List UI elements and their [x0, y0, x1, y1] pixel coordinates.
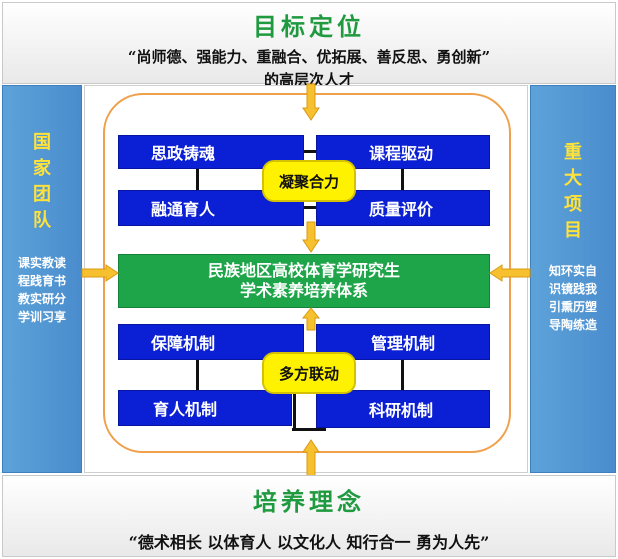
box-rongtong: 融通育人 — [118, 190, 304, 226]
box-zhiliang: 质量评价 — [316, 190, 490, 226]
box-kecheng: 课程驱动 — [316, 135, 490, 169]
right-panel-title: 重 大 项 目 — [531, 140, 615, 244]
connector — [300, 150, 320, 153]
left-panel: 国 家 团 队 课实教读 程践育书 教实研分 学训习享 — [2, 85, 82, 473]
hub-ninju: 凝聚合力 — [262, 160, 356, 202]
box-baozhang: 保障机制 — [118, 324, 304, 360]
box-label: 课程驱动 — [369, 144, 434, 163]
bottom-title: 培养理念 — [253, 487, 365, 516]
right-panel: 重 大 项 目 知环实自 识镜践我 引熏历塑 导陶练造 — [530, 85, 616, 473]
box-yuren: 育人机制 — [118, 390, 292, 426]
left-panel-title: 国 家 团 队 — [3, 130, 81, 234]
core-line: 学术素养培养体系 — [239, 281, 368, 300]
box-label: 融通育人 — [151, 200, 216, 219]
left-title-char: 家 — [33, 158, 51, 179]
top-goal-line-2: 的高层次人才 — [263, 71, 354, 89]
hub-duofang: 多方联动 — [262, 352, 356, 394]
top-goal-line: “尚师德、强能力、重融合、优拓展、善反思、勇创新” — [127, 48, 491, 66]
box-label: 质量评价 — [369, 200, 434, 219]
right-text-line: 识镜践我 — [548, 282, 597, 296]
left-text-line: 教实研分 — [17, 292, 66, 306]
core-system-box: 民族地区高校体育学研究生 学术素养培养体系 — [118, 254, 490, 308]
top-banner: 目标定位 “尚师德、强能力、重融合、优拓展、善反思、勇创新” 的高层次人才 — [2, 2, 616, 89]
connector — [401, 165, 404, 191]
left-title-char: 团 — [33, 184, 51, 205]
connector — [196, 358, 199, 392]
hub-label: 多方联动 — [278, 364, 339, 383]
box-sizheng: 思政铸魂 — [118, 135, 304, 169]
right-title-char: 目 — [564, 220, 582, 241]
connector — [196, 165, 199, 191]
left-panel-text: 课实教读 程践育书 教实研分 学训习享 — [3, 254, 81, 326]
arrow-right-icon — [81, 264, 119, 282]
connector — [401, 358, 404, 392]
bottom-philosophy-line: “德术相长 以体育人 以文化人 知行合一 勇为人先” — [128, 533, 490, 552]
connector — [293, 394, 296, 428]
right-text-line: 引熏历塑 — [548, 300, 597, 314]
core-line: 民族地区高校体育学研究生 — [207, 261, 400, 280]
right-text-line: 知环实自 — [548, 264, 597, 278]
right-title-char: 重 — [564, 142, 582, 163]
arrow-down-icon — [302, 83, 320, 121]
right-title-char: 项 — [564, 194, 582, 215]
arrow-up-icon — [301, 307, 321, 331]
right-panel-text: 知环实自 识镜践我 引熏历塑 导陶练造 — [531, 262, 615, 334]
connector — [300, 206, 320, 209]
right-title-char: 大 — [564, 168, 582, 189]
box-guanli: 管理机制 — [316, 324, 490, 360]
left-text-line: 课实教读 — [17, 256, 66, 270]
right-text-line: 导陶练造 — [548, 318, 597, 332]
arrow-up-icon — [302, 439, 320, 477]
hub-label: 凝聚合力 — [278, 172, 339, 191]
left-title-char: 国 — [33, 132, 51, 153]
left-text-line: 学训习享 — [17, 310, 66, 324]
box-label: 管理机制 — [371, 334, 436, 353]
box-keyan: 科研机制 — [316, 390, 490, 428]
bottom-banner: 培养理念 “德术相长 以体育人 以文化人 知行合一 勇为人先” — [2, 475, 616, 557]
box-label: 思政铸魂 — [151, 144, 216, 163]
left-title-char: 队 — [33, 210, 51, 231]
box-label: 科研机制 — [369, 401, 434, 420]
arrow-down-icon — [302, 221, 320, 253]
box-label: 育人机制 — [153, 400, 218, 419]
arrow-left-icon — [489, 264, 531, 282]
box-label: 保障机制 — [151, 334, 216, 353]
left-text-line: 程践育书 — [17, 274, 66, 288]
connector — [292, 428, 326, 431]
top-title: 目标定位 — [253, 12, 365, 41]
